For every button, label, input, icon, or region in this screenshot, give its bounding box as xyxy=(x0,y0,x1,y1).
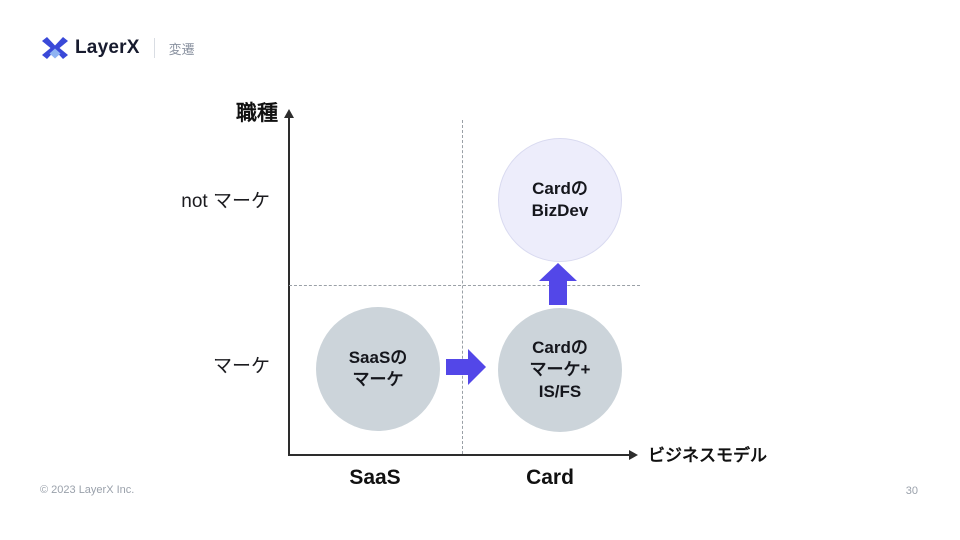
arrow-up-icon xyxy=(539,263,577,305)
copyright: © 2023 LayerX Inc. xyxy=(40,484,135,496)
x-axis-line xyxy=(288,454,630,456)
bubble-saas-marke: SaaSの マーケ xyxy=(316,307,440,431)
x-label-card: Card xyxy=(526,466,574,489)
logo-row: LayerX 変遷 xyxy=(42,36,195,60)
slide-section-title: 変遷 xyxy=(168,41,195,57)
layerx-logo-icon xyxy=(42,37,68,59)
x-axis-title: ビジネスモデル xyxy=(648,446,767,465)
y-axis-arrowhead-icon xyxy=(284,109,294,118)
y-label-marke: マーケ xyxy=(212,356,270,377)
y-axis-title: 職種 xyxy=(236,102,278,125)
y-label-not-marke: not マーケ xyxy=(181,191,270,212)
logo-wordmark: LayerX xyxy=(75,37,140,58)
bubble-card-marke-isfs: Cardの マーケ+ IS/FS xyxy=(498,308,622,432)
vertical-dashed-divider xyxy=(462,120,463,454)
arrow-right-icon xyxy=(446,349,486,385)
logo-divider xyxy=(153,38,155,58)
horizontal-dashed-divider xyxy=(289,285,640,286)
y-axis-line xyxy=(288,117,290,455)
x-label-saas: SaaS xyxy=(349,466,401,489)
page-number: 30 xyxy=(905,485,918,497)
x-axis-arrowhead-icon xyxy=(629,450,638,460)
bubble-card-bizdev: Cardの BizDev xyxy=(498,138,622,262)
